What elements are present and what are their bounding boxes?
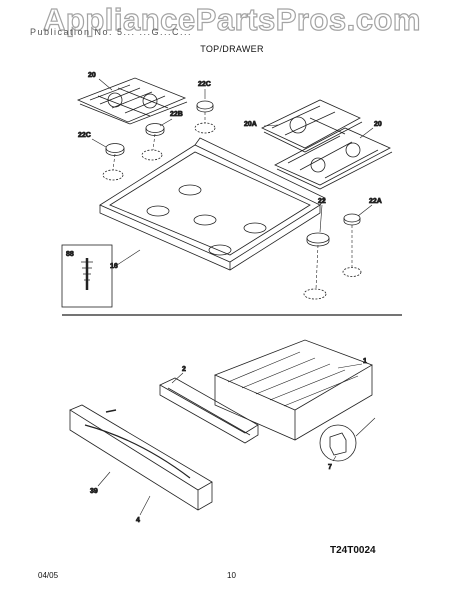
burner-head-top[interactable] <box>194 122 216 134</box>
callout-22b: 22B <box>170 111 183 118</box>
callout-16: 16 <box>110 263 118 270</box>
callout-39: 39 <box>90 488 98 495</box>
burner-head-22a[interactable] <box>342 267 362 277</box>
section-title: TOP/DRAWER <box>200 44 264 54</box>
burner-cap-22[interactable] <box>306 232 330 247</box>
callout-22: 22 <box>318 198 326 205</box>
callout-2: 2 <box>182 366 186 373</box>
drawer-front-screw[interactable] <box>105 409 117 413</box>
callout-22c-top: 22C <box>198 81 211 88</box>
burner-head-22c-left[interactable] <box>102 169 124 181</box>
drawer-body[interactable] <box>213 339 373 441</box>
alignment-lines <box>112 112 353 290</box>
footer-page-number: 10 <box>227 571 236 580</box>
burner-head-22b[interactable] <box>141 149 163 161</box>
callout-88: 88 <box>66 251 74 258</box>
callout-22c-left: 22C <box>78 132 91 139</box>
burner-cap-22a[interactable] <box>343 213 361 226</box>
right-burner-grate-20[interactable] <box>274 127 393 190</box>
right-burner-grate-20a[interactable] <box>261 99 363 153</box>
callout-20-left: 20 <box>88 72 96 79</box>
callout-7: 7 <box>328 464 332 471</box>
burner-cap-22c-top[interactable] <box>196 100 214 113</box>
clip-inset[interactable] <box>319 417 376 462</box>
publication-header: Publication No. 5... ...G...C... <box>30 27 193 37</box>
leader-lines <box>91 78 374 516</box>
drawer-front[interactable] <box>69 404 213 511</box>
callout-20-right: 20 <box>374 121 382 128</box>
burner-head-22[interactable] <box>303 288 327 300</box>
drawer-back-panel[interactable] <box>159 377 259 444</box>
callout-1: 1 <box>363 358 367 365</box>
drawing-code: T24T0024 <box>330 545 376 556</box>
screw-inset-box[interactable] <box>61 244 113 308</box>
cooktop-main-top[interactable] <box>99 137 326 271</box>
left-burner-grate[interactable] <box>76 77 188 125</box>
callout-20a: 20A <box>244 121 257 128</box>
footer-date: 04/05 <box>38 571 59 580</box>
callout-4: 4 <box>136 517 140 524</box>
watermark: AppliancePartsPros.com <box>42 1 421 37</box>
callout-22a: 22A <box>369 198 382 205</box>
burner-cap-22c-left[interactable] <box>105 143 125 156</box>
